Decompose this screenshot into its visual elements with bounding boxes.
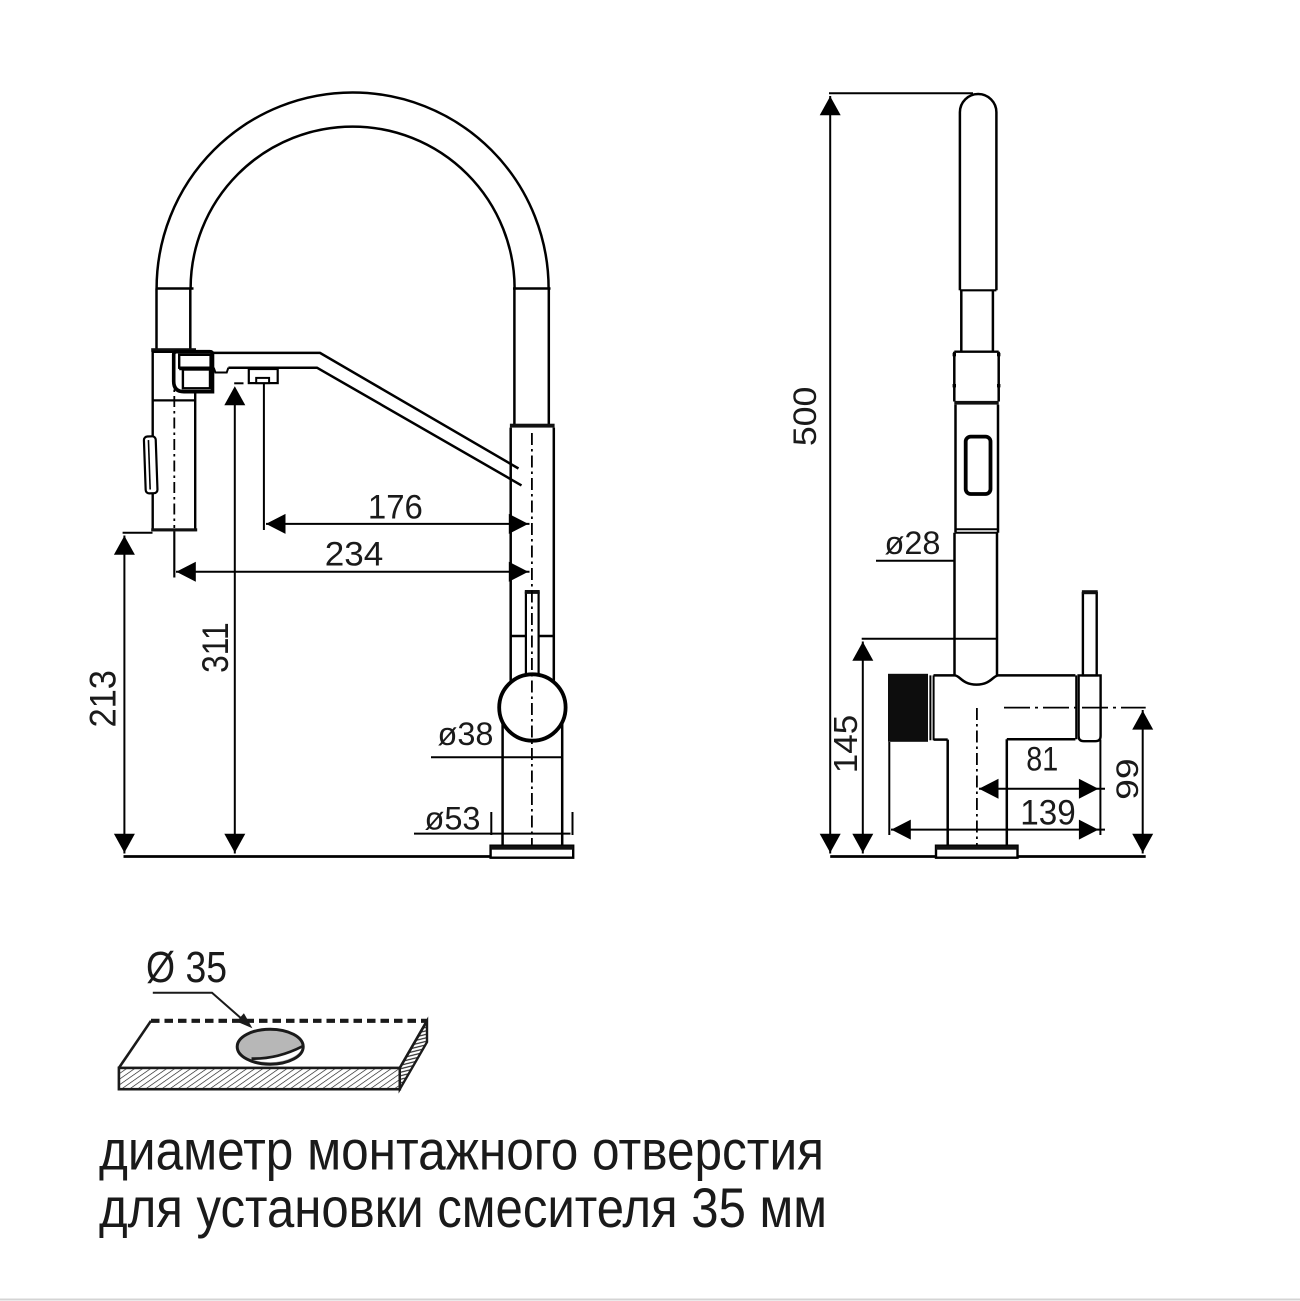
svg-text:диаметр монтажного отверстия: диаметр монтажного отверстия: [99, 1119, 824, 1182]
svg-text:ø28: ø28: [885, 525, 941, 561]
svg-text:99: 99: [1109, 758, 1145, 800]
svg-text:145: 145: [827, 715, 864, 774]
svg-text:234: 234: [325, 536, 384, 574]
svg-text:500: 500: [787, 387, 823, 447]
svg-text:311: 311: [195, 622, 236, 673]
svg-text:176: 176: [368, 488, 423, 526]
svg-text:213: 213: [83, 670, 124, 728]
svg-text:ø53: ø53: [425, 801, 481, 837]
svg-text:139: 139: [1020, 794, 1076, 833]
svg-text:для установки смесителя 35 мм: для установки смесителя 35 мм: [99, 1176, 827, 1239]
svg-text:81: 81: [1026, 741, 1058, 779]
svg-text:Ø 35: Ø 35: [146, 943, 227, 992]
svg-text:ø38: ø38: [438, 716, 494, 752]
